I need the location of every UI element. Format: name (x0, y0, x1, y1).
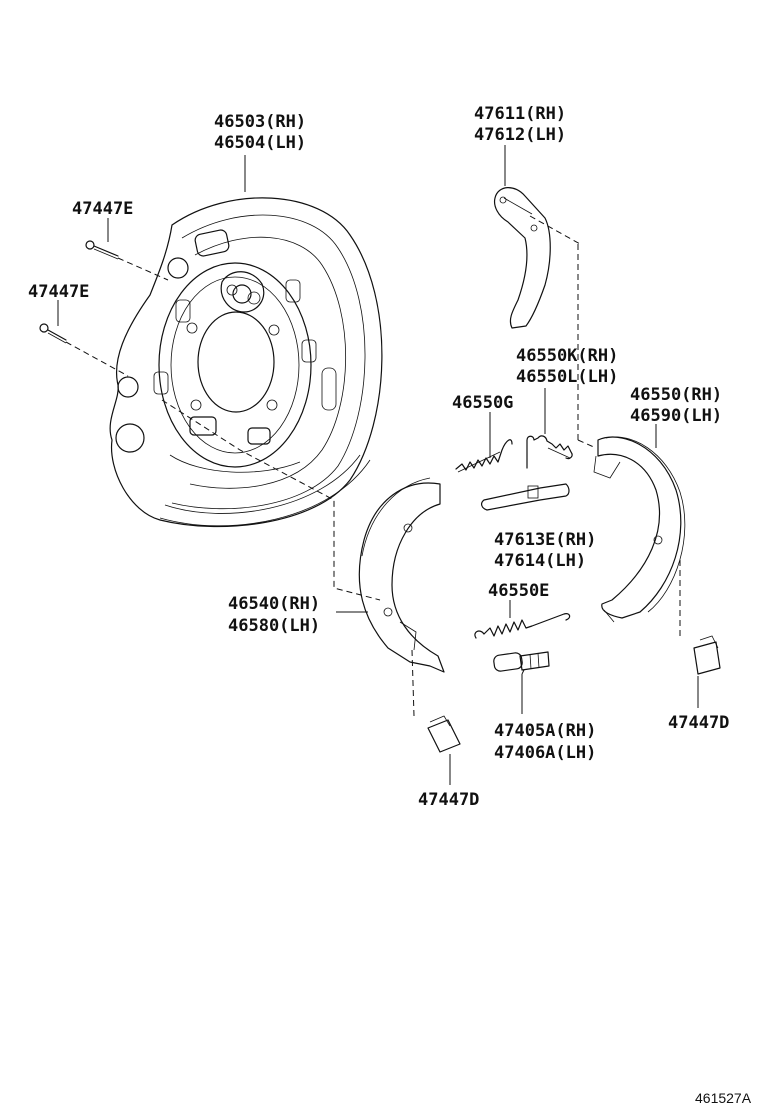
clip-left (427, 715, 461, 753)
leader-lines (57, 145, 699, 785)
label-47612-lh: 47612(LH) (474, 125, 566, 145)
parking-brake-lever (493, 187, 551, 329)
strut (481, 483, 570, 511)
spring-e (474, 613, 571, 639)
label-46550k-rh: 46550K(RH) (516, 346, 618, 366)
brake-shoe-right (593, 436, 686, 623)
label-47614-lh: 47614(LH) (494, 551, 586, 571)
label-46550e: 46550E (488, 581, 549, 601)
label-47613e-rh: 47613E(RH) (494, 530, 596, 550)
brake-shoe-left (358, 477, 445, 673)
label-46504-lh: 46504(LH) (214, 133, 306, 153)
label-46503-rh: 46503(RH) (214, 112, 306, 132)
label-47447e-upper: 47447E (72, 199, 133, 219)
label-46590-lh: 46590(LH) (630, 406, 722, 426)
label-47447d-right: 47447D (668, 713, 729, 733)
adjuster (493, 651, 550, 672)
label-46550-rh: 46550(RH) (630, 385, 722, 405)
label-47447d-left: 47447D (418, 790, 479, 810)
label-46580-lh: 46580(LH) (228, 616, 320, 636)
label-46550g: 46550G (452, 393, 513, 413)
dashed-guide-lines (65, 215, 681, 717)
label-46550l-lh: 46550L(LH) (516, 367, 618, 387)
clip-right (693, 635, 721, 675)
diagram-reference-number: 461527A (695, 1090, 752, 1106)
bolt-upper (85, 240, 119, 260)
spring-g (455, 439, 513, 473)
label-46540-rh: 46540(RH) (228, 594, 320, 614)
label-47406a-lh: 47406A(LH) (494, 743, 596, 763)
spring-k (526, 435, 573, 469)
callout-labels: 46503(RH) 46504(LH) 47447E 47447E 47611(… (28, 104, 729, 810)
label-47611-rh: 47611(RH) (474, 104, 566, 124)
label-47405a-rh: 47405A(RH) (494, 721, 596, 741)
backing-plate (109, 197, 383, 528)
bolt-lower (39, 323, 67, 344)
label-47447e-lower: 47447E (28, 282, 89, 302)
